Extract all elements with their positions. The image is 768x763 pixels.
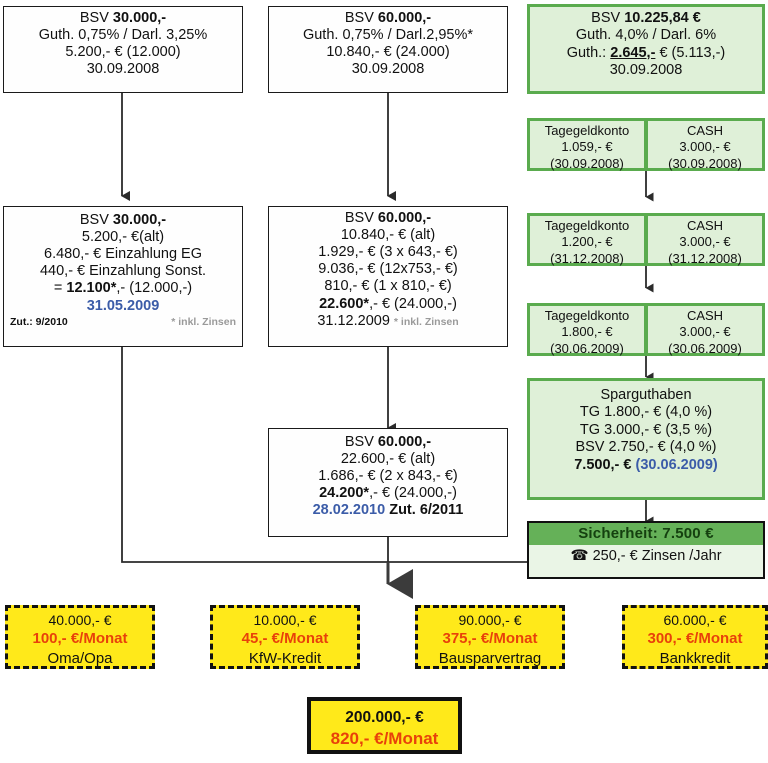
funding-box-kfw-kredit: 10.000,- € 45,- €/Monat KfW-Kredit	[210, 605, 360, 669]
box-bsv60-initial-line4: 30.09.2008	[351, 61, 425, 78]
account-tagegeldkonto-3: Tagegeldkonto 1.800,- € (30.06.2009)	[527, 303, 646, 356]
box-bsv30-initial-line1: BSV 30.000,-	[79, 10, 167, 26]
box-bsv60-2009-line2: 10.840,- € (alt)	[340, 227, 436, 244]
box-bsv60-2010-line3: 1.686,- € (2 x 843,- €)	[318, 468, 458, 485]
box-bsv-green-initial: BSV 10.225,84 € Guth. 4,0% / Darl. 6% Gu…	[527, 4, 765, 94]
box-bsv60-2009-line6: 22.600*,- € (24.000,-)	[319, 295, 457, 312]
account-amount: 1.200,- €	[561, 234, 613, 250]
funding-rate: 45,- €/Monat	[241, 630, 329, 648]
funding-amount: 40.000,- €	[48, 612, 112, 628]
box-bsv60-2009-line5: 810,- € (1 x 810,- €)	[324, 278, 452, 295]
account-date: (31.12.2008)	[668, 250, 742, 266]
sparguthaben-line3: BSV 2.750,- € (4,0 %)	[575, 439, 717, 456]
box-bsv30-initial: BSV 30.000,- Guth. 0,75% / Darl. 3,25% 5…	[3, 6, 243, 93]
account-amount: 1.800,- €	[561, 324, 613, 340]
box-bsv30-2009-footer: Zut.: 9/2010 * inkl. Zinsen	[8, 316, 238, 328]
box-bsv60-2010-line5: 28.02.2010 Zut. 6/2011	[312, 502, 464, 519]
account-name: CASH	[686, 123, 724, 138]
total-rate: 820,- €/Monat	[330, 729, 439, 749]
box-bsv60-2009-line7: 31.12.2009 * inkl. Zinsen	[317, 312, 459, 329]
box-bsv60-2010-line4: 24.200*,- € (24.000,-)	[319, 485, 457, 502]
box-bsv-green-line2: Guth. 4,0% / Darl. 6%	[575, 27, 717, 44]
accounts-row-1: Tagegeldkonto 1.059,- € (30.09.2008) CAS…	[527, 118, 765, 171]
account-name: Tagegeldkonto	[544, 123, 630, 138]
account-name: Tagegeldkonto	[544, 308, 630, 323]
account-date: (30.09.2008)	[550, 155, 624, 171]
funding-rate: 100,- €/Monat	[32, 630, 128, 648]
box-bsv30-2009: BSV 30.000,- 5.200,- €(alt) 6.480,- € Ei…	[3, 206, 243, 347]
account-date: (31.12.2008)	[550, 250, 624, 266]
account-amount: 3.000,- €	[679, 234, 731, 250]
box-bsv30-2009-date: 31.05.2009	[86, 297, 160, 314]
box-bsv60-initial-line2: Guth. 0,75% / Darl.2,95%*	[302, 27, 474, 44]
box-bsv-green-line4: 30.09.2008	[609, 62, 683, 79]
account-amount: 1.059,- €	[561, 139, 613, 155]
account-cash-2: CASH 3.000,- € (31.12.2008)	[646, 213, 765, 266]
account-name: CASH	[686, 218, 724, 233]
sparguthaben-line2: TG 3.000,- € (3,5 %)	[579, 421, 713, 438]
box-bsv30-initial-line2: Guth. 0,75% / Darl. 3,25%	[38, 27, 208, 44]
funding-rate: 375,- €/Monat	[442, 630, 538, 648]
box-bsv30-initial-line4: 30.09.2008	[86, 61, 160, 78]
funding-source: Oma/Opa	[47, 649, 113, 667]
box-bsv60-2010-line1: BSV 60.000,-	[344, 434, 432, 450]
account-cash-3: CASH 3.000,- € (30.06.2009)	[646, 303, 765, 356]
zinsen-note: * inkl. Zinsen	[393, 315, 459, 328]
box-sicherheit: Sicherheit: 7.500 € ☎ 250,- € Zinsen /Ja…	[527, 521, 765, 579]
account-cash-1: CASH 3.000,- € (30.09.2008)	[646, 118, 765, 171]
funding-box-bausparvertrag: 90.000,- € 375,- €/Monat Bausparvertrag	[415, 605, 565, 669]
accounts-row-3: Tagegeldkonto 1.800,- € (30.06.2009) CAS…	[527, 303, 765, 356]
box-bsv60-2009: BSV 60.000,- 10.840,- € (alt) 1.929,- € …	[268, 206, 508, 347]
sicherheit-header: Sicherheit: 7.500 €	[529, 523, 763, 545]
box-bsv60-2009-line4: 9.036,- € (12x753,- €)	[318, 261, 458, 278]
zuteilung-note: Zut.: 9/2010	[10, 315, 68, 328]
funding-box-oma-opa: 40.000,- € 100,- €/Monat Oma/Opa	[5, 605, 155, 669]
box-bsv60-2010-line2: 22.600,- € (alt)	[340, 451, 436, 468]
box-bsv30-2009-line1: BSV 30.000,-	[79, 212, 167, 228]
accounts-row-2: Tagegeldkonto 1.200,- € (31.12.2008) CAS…	[527, 213, 765, 266]
box-bsv30-2009-line2: 5.200,- €(alt)	[81, 229, 165, 246]
rail-left-join	[121, 347, 388, 563]
box-sparguthaben: Sparguthaben TG 1.800,- € (4,0 %) TG 3.0…	[527, 378, 765, 500]
zinsen-note: * inkl. Zinsen	[171, 315, 236, 328]
sicherheit-body: ☎ 250,- € Zinsen /Jahr	[570, 548, 722, 564]
box-bsv-green-line3: Guth.: 2.645,- € (5.113,-)	[566, 44, 726, 61]
account-amount: 3.000,- €	[679, 324, 731, 340]
box-bsv30-2009-line5: = 12.100*,- (12.000,-)	[53, 280, 193, 297]
box-bsv60-initial-line3: 10.840,- € (24.000)	[326, 44, 450, 61]
funding-source: Bausparvertrag	[438, 649, 542, 667]
account-amount: 3.000,- €	[679, 139, 731, 155]
total-box: 200.000,- € 820,- €/Monat	[307, 697, 462, 754]
account-name: Tagegeldkonto	[544, 218, 630, 233]
sparguthaben-line1: TG 1.800,- € (4,0 %)	[579, 404, 713, 421]
funding-source: KfW-Kredit	[248, 649, 322, 667]
box-bsv60-2009-line3: 1.929,- € (3 x 643,- €)	[318, 244, 458, 261]
box-bsv30-2009-line4: 440,- € Einzahlung Sonst.	[39, 263, 207, 280]
box-bsv30-initial-line3: 5.200,- € (12.000)	[65, 44, 181, 61]
box-bsv60-initial: BSV 60.000,- Guth. 0,75% / Darl.2,95%* 1…	[268, 6, 508, 93]
account-tagegeldkonto-1: Tagegeldkonto 1.059,- € (30.09.2008)	[527, 118, 646, 171]
total-amount: 200.000,- €	[345, 709, 424, 726]
account-date: (30.09.2008)	[668, 155, 742, 171]
telephone-icon: ☎	[570, 548, 589, 564]
box-bsv60-2009-line1: BSV 60.000,-	[344, 210, 432, 226]
funding-box-bankkredit: 60.000,- € 300,- €/Monat Bankkredit	[622, 605, 768, 669]
funding-amount: 60.000,- €	[663, 612, 727, 628]
box-bsv30-2009-line3: 6.480,- € Einzahlung EG	[44, 246, 202, 263]
funding-source: Bankkredit	[659, 649, 731, 667]
funding-amount: 90.000,- €	[458, 612, 522, 628]
account-tagegeldkonto-2: Tagegeldkonto 1.200,- € (31.12.2008)	[527, 213, 646, 266]
account-date: (30.06.2009)	[668, 340, 742, 356]
account-date: (30.06.2009)	[550, 340, 624, 356]
account-name: CASH	[686, 308, 724, 323]
box-bsv60-initial-line1: BSV 60.000,-	[344, 10, 432, 26]
funding-amount: 10.000,- €	[253, 612, 317, 628]
sparguthaben-title: Sparguthaben	[600, 387, 692, 403]
box-bsv-green-line1: BSV 10.225,84 €	[591, 10, 701, 26]
funding-rate: 300,- €/Monat	[647, 630, 743, 648]
sparguthaben-total: 7.500,- € (30.06.2009)	[574, 456, 718, 473]
box-bsv60-2010: BSV 60.000,- 22.600,- € (alt) 1.686,- € …	[268, 428, 508, 537]
